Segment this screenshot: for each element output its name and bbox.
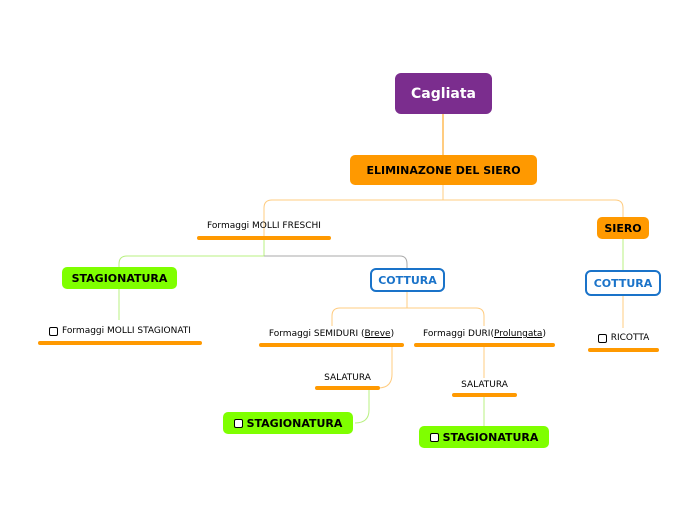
node-semiduri[interactable]: Formaggi SEMIDURI (Breve)	[259, 326, 404, 342]
node-cottura-molli[interactable]: COTTURA	[370, 268, 445, 292]
underline-molli-freschi	[197, 236, 331, 240]
molli-stagionati-label: Formaggi MOLLI STAGIONATI	[62, 326, 191, 336]
underline-duri	[414, 343, 555, 347]
cottura-molli-label: COTTURA	[378, 273, 437, 287]
root-label: Cagliata	[411, 85, 476, 102]
underline-salatura-semiduri	[315, 386, 380, 390]
ricotta-label: RICOTTA	[610, 333, 650, 343]
node-siero[interactable]: SIERO	[597, 217, 649, 239]
duri-prefix: Formaggi DURI(	[423, 329, 494, 339]
stagionatura-duri-label: STAGIONATURA	[442, 430, 539, 444]
underline-molli-stagionati	[38, 341, 202, 345]
root-node-cagliata[interactable]: Cagliata	[395, 73, 492, 114]
semiduri-suffix: )	[390, 329, 395, 339]
salatura-semiduri-label: SALATURA	[324, 373, 371, 383]
stagionatura-molli-label: STAGIONATURA	[71, 271, 168, 285]
node-salatura-semiduri[interactable]: SALATURA	[315, 370, 380, 386]
node-salatura-duri[interactable]: SALATURA	[452, 377, 517, 393]
underline-ricotta	[588, 348, 659, 352]
stagionatura-semiduri-label: STAGIONATURA	[246, 416, 343, 430]
node-eliminazione-siero[interactable]: ELIMINAZONE DEL SIERO	[350, 155, 537, 185]
node-stagionatura-duri[interactable]: STAGIONATURA	[419, 426, 549, 448]
salatura-duri-label: SALATURA	[461, 380, 508, 390]
node-ricotta[interactable]: RICOTTA	[588, 330, 659, 346]
cottura-siero-label: COTTURA	[593, 276, 653, 290]
checkbox-stagionatura-duri[interactable]	[429, 432, 439, 442]
siero-label: SIERO	[604, 221, 642, 235]
node-molli-stagionati[interactable]: Formaggi MOLLI STAGIONATI	[38, 322, 202, 340]
node-stagionatura-semiduri[interactable]: STAGIONATURA	[223, 412, 353, 434]
molli-freschi-label: Formaggi MOLLI FRESCHI	[207, 221, 321, 231]
checkbox-stagionatura-semiduri[interactable]	[233, 418, 243, 428]
underline-salatura-duri	[452, 393, 517, 397]
semiduri-link: Breve	[364, 329, 391, 339]
checkbox-molli-stagionati[interactable]	[49, 326, 59, 336]
node-molli-freschi[interactable]: Formaggi MOLLI FRESCHI	[197, 218, 331, 234]
semiduri-prefix: Formaggi SEMIDURI (	[268, 329, 365, 339]
node-duri[interactable]: Formaggi DURI(Prolungata)	[414, 326, 555, 342]
checkbox-ricotta[interactable]	[597, 333, 607, 343]
node-cottura-siero[interactable]: COTTURA	[585, 270, 661, 296]
underline-semiduri	[259, 343, 404, 347]
node-stagionatura-molli[interactable]: STAGIONATURA	[62, 267, 177, 289]
duri-suffix: )	[542, 329, 546, 339]
duri-link: Prolungata	[493, 329, 543, 339]
eliminazione-label: ELIMINAZONE DEL SIERO	[366, 163, 521, 177]
